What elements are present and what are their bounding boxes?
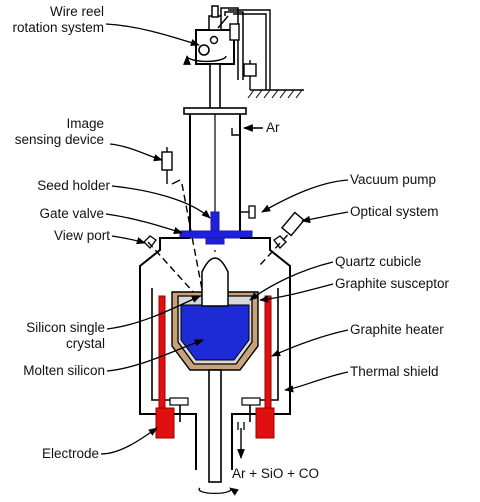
pull-shaft bbox=[209, 63, 221, 111]
vacuum-pump-label: Vacuum pump bbox=[350, 172, 437, 187]
quartz-cubicle-label: Quartz cubicle bbox=[335, 254, 422, 269]
thermal-shield bbox=[151, 288, 279, 422]
silicon-single-crystal bbox=[201, 250, 229, 307]
wire-reel-label-line2: rotation system bbox=[12, 20, 104, 35]
silicon-crystal-label-line1: Silicon single bbox=[26, 320, 105, 335]
upper-pull-chamber bbox=[183, 107, 263, 232]
view-port-label: View port bbox=[53, 228, 110, 243]
ar-inlet-label: Ar bbox=[266, 120, 280, 135]
image-sensing-device bbox=[161, 147, 206, 306]
image-sensing-label: Image sensing device bbox=[10, 116, 104, 148]
seed-holder-label: Seed holder bbox=[37, 178, 110, 193]
exhaust-outlet bbox=[237, 422, 245, 459]
graphite-susceptor-label: Graphite susceptor bbox=[335, 276, 450, 291]
image-sensing-label-line2: sensing device bbox=[14, 132, 104, 147]
leader-lines bbox=[100, 23, 349, 455]
image-sensing-label-line1: Image bbox=[66, 116, 104, 131]
silicon-crystal-label: Silicon single crystal bbox=[4, 320, 105, 352]
molten-silicon-label: Molten silicon bbox=[23, 363, 105, 378]
graphite-heater-label: Graphite heater bbox=[350, 322, 444, 337]
seed-holder bbox=[210, 211, 220, 233]
silicon-crystal-label-line2: crystal bbox=[65, 336, 105, 351]
optical-system-label: Optical system bbox=[350, 204, 439, 219]
wire-reel-label: Wire reel rotation system bbox=[10, 4, 104, 36]
wire-reel-label-line1: Wire reel bbox=[49, 4, 104, 19]
gate-valve bbox=[179, 230, 253, 245]
wire-reel-rotation-system bbox=[183, 5, 304, 99]
thermal-shield-label: Thermal shield bbox=[350, 364, 439, 379]
electrode-label: Electrode bbox=[41, 446, 99, 461]
gate-valve-label: Gate valve bbox=[39, 206, 104, 221]
electrode bbox=[155, 407, 275, 439]
exhaust-label: Ar + SiO + CO bbox=[232, 466, 320, 481]
molten-silicon bbox=[180, 304, 250, 361]
crucible-shaft bbox=[198, 369, 239, 496]
